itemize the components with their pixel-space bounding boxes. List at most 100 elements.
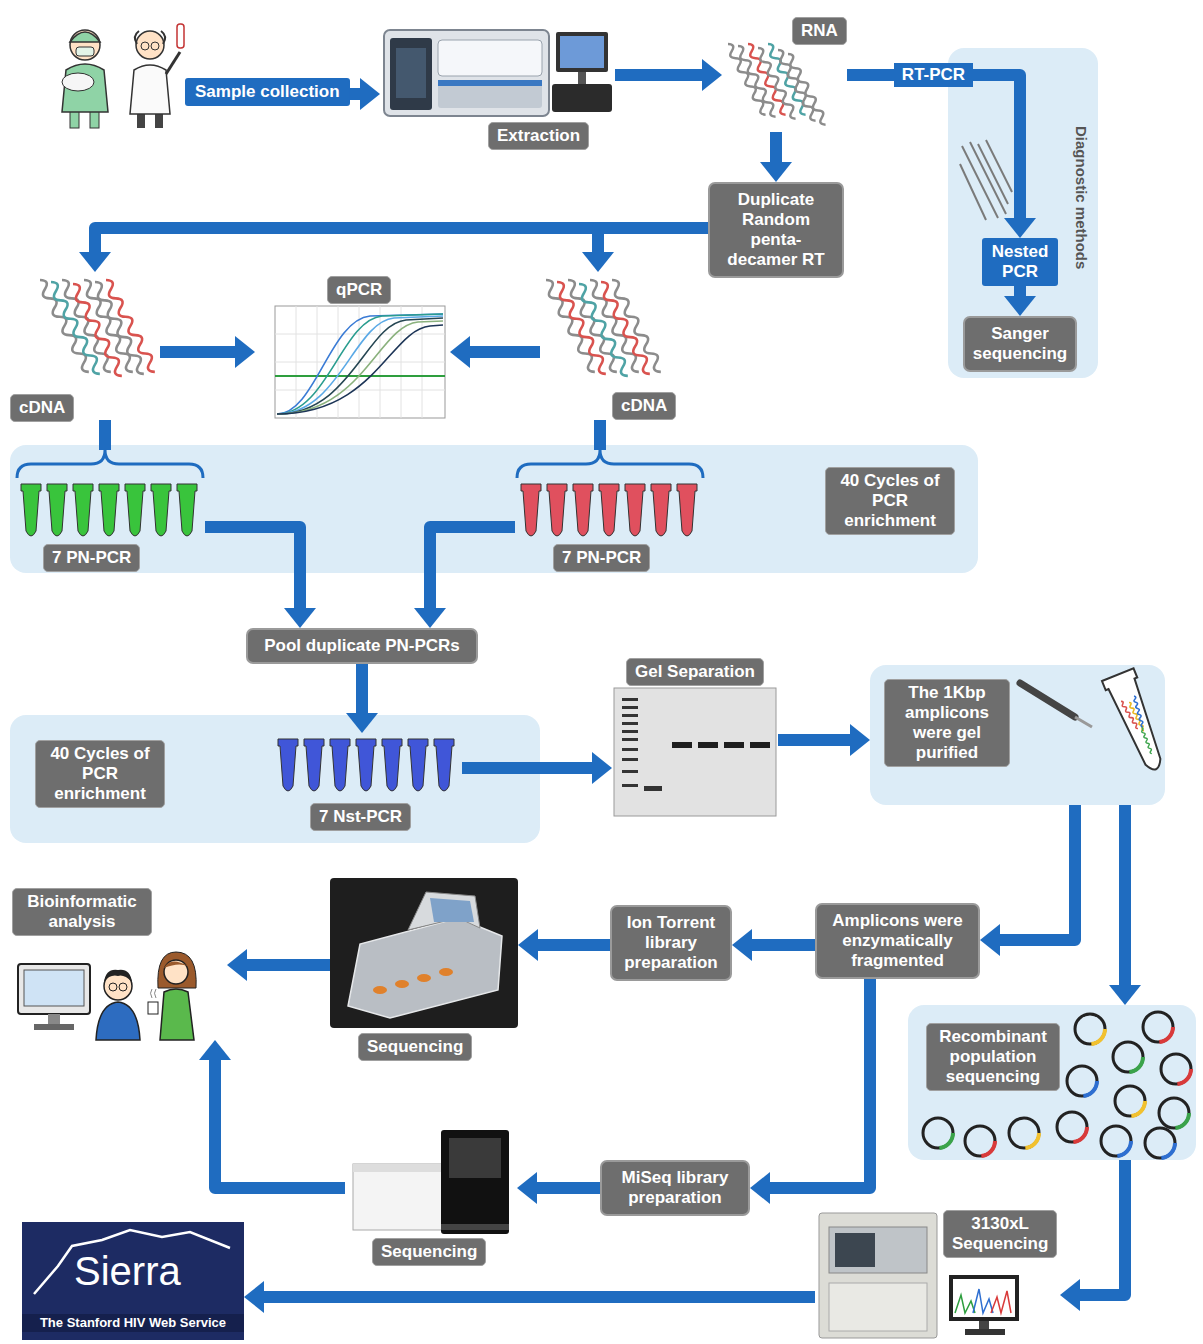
flow-arrow xyxy=(760,132,792,182)
process-label: MiSeq library preparation xyxy=(602,1162,748,1214)
arrow-head xyxy=(284,608,316,628)
arrow-shaft xyxy=(246,959,330,971)
flow-arrow xyxy=(105,420,106,450)
arrow-shaft xyxy=(999,805,1075,940)
flow-arrow xyxy=(518,929,610,961)
flow-arrow xyxy=(750,979,870,1204)
arrow-shaft xyxy=(770,132,782,163)
figure-node: Sequencing xyxy=(330,878,518,1062)
arrow-shaft xyxy=(205,527,300,609)
arrow-shaft xyxy=(356,664,368,714)
flow-arrow xyxy=(778,724,870,756)
step-label: Nested PCR xyxy=(982,238,1059,286)
process-label: Duplicate Random penta-decamer RT xyxy=(710,184,842,276)
arrow-head xyxy=(1109,985,1141,1005)
arrow-shaft xyxy=(598,228,708,253)
figure-node: Extraction xyxy=(380,18,615,150)
group-panel: The 1Kbp amplicons were gel purified xyxy=(870,665,1165,805)
flow-arrow xyxy=(1060,1160,1125,1311)
process-box: MiSeq library preparation xyxy=(600,1160,750,1216)
process-box: Sanger sequencing xyxy=(963,316,1077,372)
tag-label: 40 Cycles of PCR enrichment xyxy=(35,740,165,808)
arrow-head xyxy=(227,949,247,981)
arrow-head xyxy=(1060,1279,1080,1311)
arrow-shaft xyxy=(751,939,815,951)
group-panel: Diagnostic methodsNested PCR Sanger seque… xyxy=(948,48,1098,378)
arrow-head xyxy=(582,252,614,272)
arrow-head xyxy=(244,1281,264,1313)
process-box: Ion Torrent library preparation xyxy=(610,905,732,981)
process-label: Amplicons were enzymatically fragmented xyxy=(817,905,978,977)
arrow-shaft xyxy=(847,75,1020,219)
process-box: Amplicons were enzymatically fragmented xyxy=(815,903,980,979)
figure-node: 7 Nst-PCR xyxy=(272,733,462,833)
tag-label: Bioinformatic analysis xyxy=(12,888,152,936)
flow-arrow xyxy=(732,929,815,961)
arrow-head xyxy=(199,1040,231,1060)
flow-arrow xyxy=(350,78,380,110)
arrow-head xyxy=(235,336,255,368)
tag-label: Extraction xyxy=(488,122,589,150)
arrow-shaft xyxy=(537,939,610,951)
flow-arrow xyxy=(615,59,722,91)
arrow-head xyxy=(79,252,111,272)
tag-label: Gel Separation xyxy=(626,658,764,686)
arrow-shaft xyxy=(769,979,870,1188)
flow-arrow xyxy=(1004,286,1036,316)
arrow-shaft xyxy=(778,734,851,746)
panel-heading: Diagnostic methods xyxy=(1072,126,1090,269)
figure-node: 7 PN-PCR xyxy=(15,450,205,573)
tag-label: 7 PN-PCR xyxy=(43,544,140,572)
logo-subtitle: The Stanford HIV Web Service xyxy=(22,1314,244,1332)
figure-node: cDNA xyxy=(540,272,690,420)
step-label: Sample collection xyxy=(185,78,350,106)
arrow-shaft xyxy=(430,527,515,609)
arrow-shaft xyxy=(215,1059,345,1188)
process-label: Ion Torrent library preparation xyxy=(612,907,730,979)
process-label: Sanger sequencing xyxy=(965,318,1075,370)
arrow-shaft xyxy=(263,1291,815,1303)
step-arrow-box: Nested PCR xyxy=(982,238,1059,286)
figure-node: qPCR xyxy=(255,276,450,422)
edge-label: RT-PCR xyxy=(894,63,973,87)
flow-arrow xyxy=(227,949,330,981)
arrow-head xyxy=(518,929,538,961)
tag-label: cDNA xyxy=(10,394,74,422)
tag-label: 3130xL Sequencing xyxy=(943,1210,1057,1258)
figure-node: cDNA xyxy=(10,272,160,420)
arrow-shaft xyxy=(1014,286,1026,297)
figure-node: Sequencing xyxy=(345,1112,517,1266)
arrow-head xyxy=(850,724,870,756)
arrow-head xyxy=(732,929,752,961)
flow-arrow xyxy=(517,1172,600,1204)
process-label: Pool duplicate PN-PCRs xyxy=(248,630,476,662)
group-panel: Recombinant population sequencing xyxy=(908,1005,1196,1160)
tag-label: 40 Cycles of PCR enrichment xyxy=(825,467,955,535)
figure-node: 7 PN-PCR xyxy=(515,450,705,573)
arrow-head xyxy=(1004,218,1036,238)
arrow-shaft xyxy=(615,69,703,81)
flow-arrow xyxy=(582,228,708,272)
figure-node: 3130xL Sequencing xyxy=(815,1205,1060,1340)
arrow-head xyxy=(750,1172,770,1204)
process-box: Pool duplicate PN-PCRs xyxy=(246,628,478,664)
arrow-shaft xyxy=(95,228,708,253)
flow-arrow xyxy=(199,1040,345,1188)
clinician-illustration xyxy=(0,0,200,140)
flow-arrow xyxy=(450,336,540,368)
tag-label: cDNA xyxy=(612,392,676,420)
arrow-head xyxy=(360,78,380,110)
process-box: Duplicate Random penta-decamer RT xyxy=(708,182,844,278)
flow-arrow xyxy=(160,336,255,368)
arrow-shaft xyxy=(462,762,593,774)
flow-arrow xyxy=(847,75,1036,238)
step-arrow-box: Sample collection xyxy=(185,78,350,106)
flow-arrow xyxy=(244,1281,815,1313)
logo-box: SierraThe Stanford HIV Web Service xyxy=(22,1222,244,1340)
flow-arrow xyxy=(346,664,378,733)
tag-label: qPCR xyxy=(327,276,391,304)
group-panel: 40 Cycles of PCR enrichment 7 Nst-PCR xyxy=(10,715,540,843)
arrow-shaft xyxy=(99,420,111,450)
